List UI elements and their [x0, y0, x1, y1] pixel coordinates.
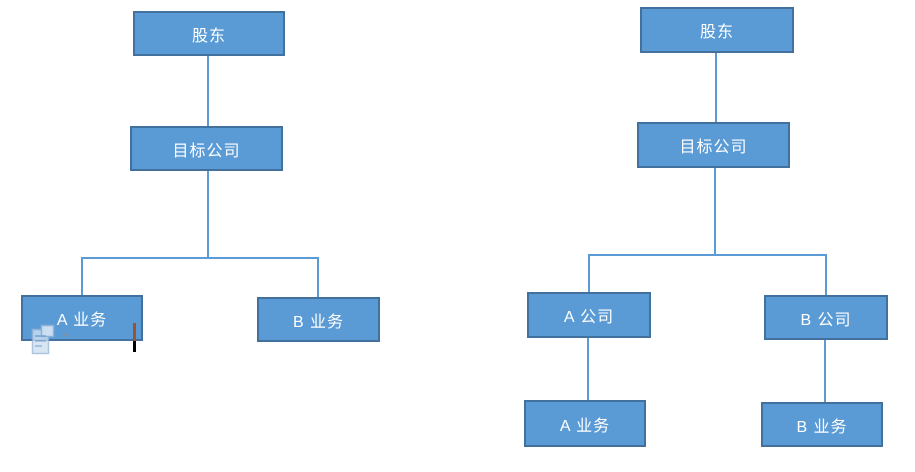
clipboard-paste-icon — [30, 324, 57, 362]
connector-right-horizontal — [588, 254, 826, 256]
connector-right-to-company-b — [825, 254, 827, 295]
connector-right-company-b-business-b — [824, 340, 826, 402]
node-left-target-company[interactable]: 目标公司 — [130, 126, 283, 171]
node-left-shareholder[interactable]: 股东 — [133, 11, 285, 56]
node-right-business-a[interactable]: A 业务 — [524, 400, 646, 447]
connector-right-company-a-business-a — [587, 338, 589, 400]
node-right-target-company[interactable]: 目标公司 — [637, 122, 790, 168]
node-right-company-a[interactable]: A 公司 — [527, 292, 651, 338]
connector-left-to-business-a — [81, 257, 83, 295]
connector-left-horizontal — [81, 257, 319, 259]
node-right-shareholder[interactable]: 股东 — [640, 7, 794, 53]
node-left-business-b[interactable]: B 业务 — [257, 297, 380, 342]
paste-options-button[interactable]: ▾ — [30, 324, 76, 358]
node-right-company-b[interactable]: B 公司 — [764, 295, 888, 340]
connector-right-shareholder-target — [715, 53, 717, 122]
connector-right-to-company-a — [588, 254, 590, 292]
node-right-business-b[interactable]: B 业务 — [761, 402, 883, 447]
chevron-down-icon: ▾ — [63, 330, 68, 340]
connector-right-target-stem — [714, 168, 716, 255]
text-cursor-tail — [133, 341, 136, 352]
text-cursor — [133, 323, 136, 341]
connector-left-target-stem — [207, 171, 209, 258]
connector-left-shareholder-target — [207, 56, 209, 126]
connector-left-to-business-b — [317, 257, 319, 297]
